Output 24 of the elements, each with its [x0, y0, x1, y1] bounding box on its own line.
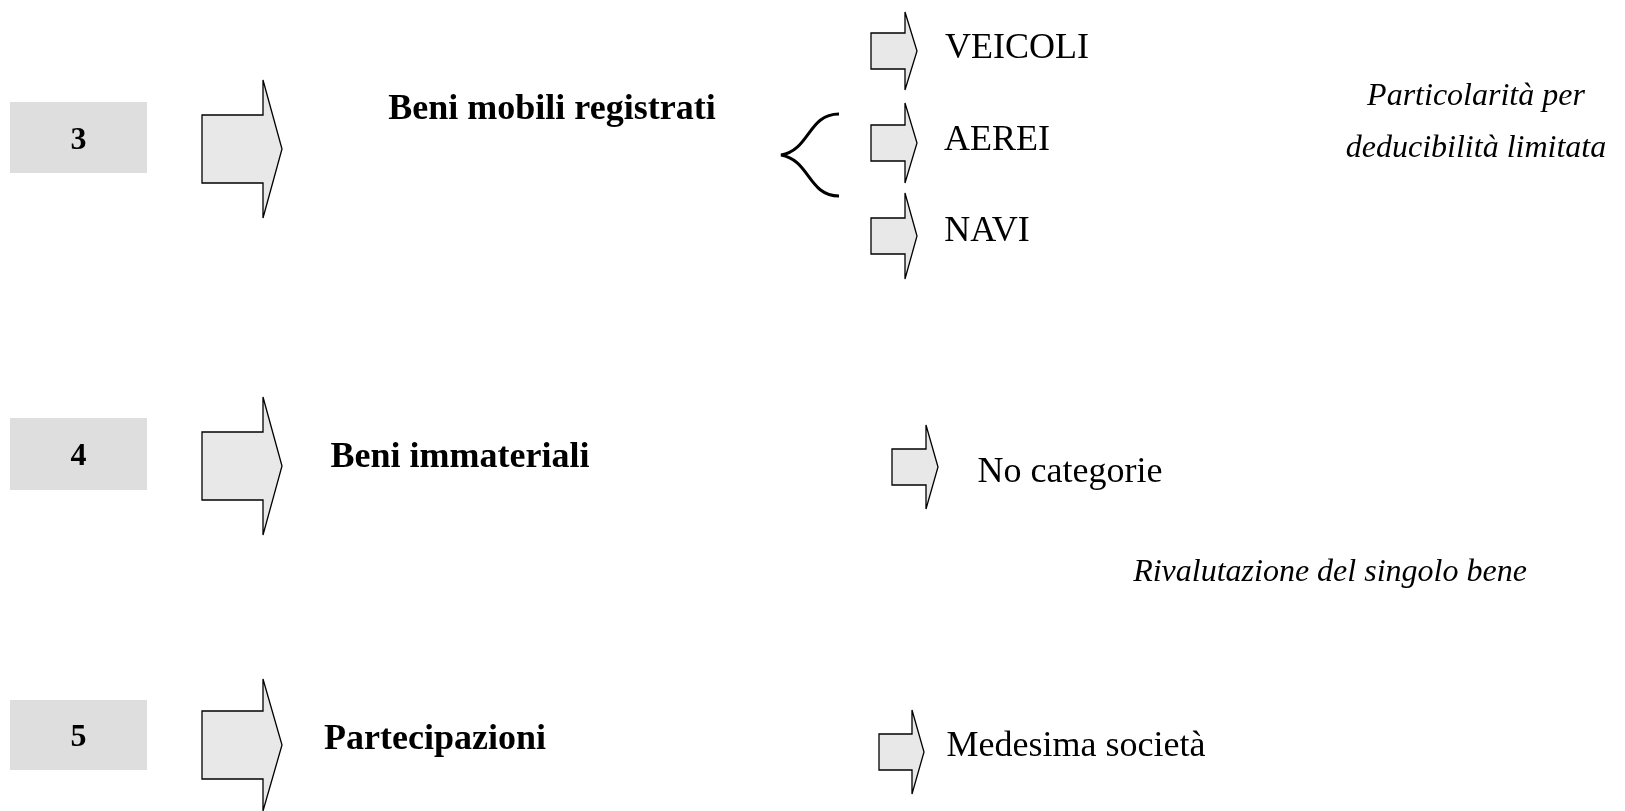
item-text: No categorie — [977, 448, 1163, 492]
number-text: 3 — [70, 118, 87, 158]
number-text: 4 — [70, 435, 87, 474]
block-arrow — [201, 396, 283, 536]
number-text: 5 — [70, 716, 87, 755]
category-heading: Partecipazioni — [324, 715, 546, 759]
category-heading: Beni mobili registrati — [388, 85, 716, 129]
category-heading: Beni immateriali — [330, 433, 590, 477]
item-text: Medesima società — [946, 722, 1206, 766]
block-arrow — [870, 102, 918, 184]
item-text: AEREI — [944, 116, 1050, 160]
block-arrow — [201, 678, 283, 811]
number-box — [10, 700, 147, 770]
note-text: Particolarità per deducibilità limitata — [1344, 75, 1608, 166]
block-arrow — [870, 11, 918, 91]
block-arrow — [878, 709, 925, 795]
block-arrow — [201, 79, 283, 219]
item-text: VEICOLI — [945, 24, 1089, 68]
number-box — [10, 102, 147, 173]
item-text: NAVI — [944, 207, 1030, 251]
block-arrow — [870, 192, 918, 280]
note-text: Rivalutazione del singolo bene — [1132, 551, 1528, 590]
number-box — [10, 418, 147, 490]
block-arrow — [891, 424, 939, 510]
